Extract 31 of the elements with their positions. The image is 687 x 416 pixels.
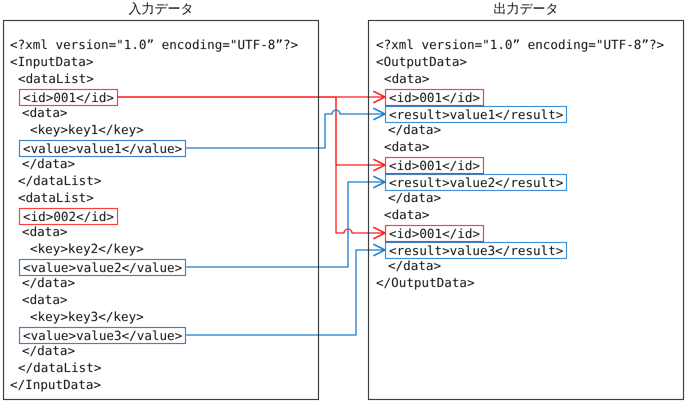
xml-line: <?xml version="1.0” encoding="UTF-8”?> bbox=[376, 37, 664, 53]
xml-line: </dataList> bbox=[18, 173, 102, 189]
xml-line: <key>key3</key> bbox=[30, 309, 144, 325]
arrow bbox=[186, 175, 386, 268]
arrow bbox=[186, 243, 386, 336]
panel-heading: 入力データ bbox=[128, 2, 194, 18]
xml-line: </data> bbox=[388, 258, 442, 274]
xml-line: <dataList> bbox=[18, 71, 94, 87]
xml-line: </data> bbox=[388, 122, 442, 138]
xml-line: </data> bbox=[22, 156, 76, 172]
xml-line: </data> bbox=[388, 190, 442, 206]
xml-line: <?xml version="1.0” encoding="UTF-8”?> bbox=[10, 37, 298, 53]
xml-line: <data> bbox=[22, 224, 68, 240]
xml-line: <key>key2</key> bbox=[30, 241, 144, 257]
xml-line: <OutputData> bbox=[376, 54, 467, 70]
xml-line: </OutputData> bbox=[376, 275, 475, 291]
arrow bbox=[118, 96, 386, 240]
xml-line: </dataList> bbox=[18, 360, 102, 376]
xml-line: <dataList> bbox=[18, 190, 94, 206]
xml-line: <data> bbox=[384, 139, 430, 155]
xml-line: <data> bbox=[22, 292, 68, 308]
xml-line: <data> bbox=[384, 71, 430, 87]
xml-line: </data> bbox=[22, 343, 76, 359]
xml-line: </data> bbox=[22, 275, 76, 291]
xml-line: <data> bbox=[384, 207, 430, 223]
xml-line: <data> bbox=[22, 105, 68, 121]
xml-line: <InputData> bbox=[10, 54, 94, 70]
xml-line: <key>key1</key> bbox=[30, 122, 144, 138]
arrow bbox=[186, 107, 386, 149]
xml-line: </InputData> bbox=[10, 377, 101, 393]
panel-heading: 出力データ bbox=[492, 2, 560, 18]
